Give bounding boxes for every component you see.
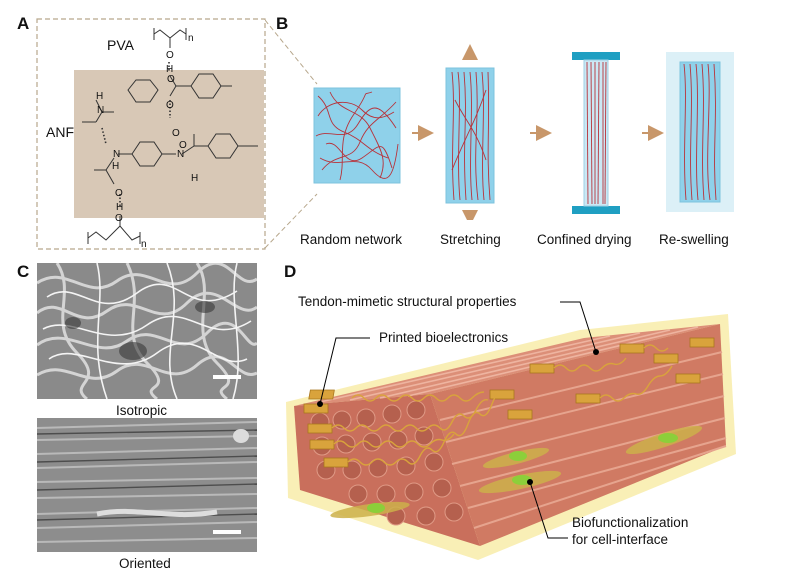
- atom-o-2: O: [167, 74, 175, 85]
- atom-n-2: N: [113, 149, 121, 160]
- atom-o-3: O: [166, 100, 174, 111]
- pva-label: PVA: [107, 37, 134, 53]
- chemical-structure: [82, 28, 258, 244]
- callout-structural-properties: Tendon-mimetic structural properties: [298, 294, 517, 309]
- atom-o-6: O: [115, 188, 123, 199]
- atom-o-4: O: [172, 128, 180, 139]
- atom-n-3: N: [177, 149, 185, 160]
- atom-h-4: H: [191, 173, 199, 184]
- panel-a-letter: A: [17, 14, 30, 33]
- panel-a-dashed-frame: [36, 18, 266, 250]
- oriented-caption: Oriented: [119, 556, 171, 571]
- panel-c-letter: C: [17, 262, 30, 281]
- bottom-clamp: [572, 206, 620, 214]
- atom-o-1: O: [166, 50, 174, 61]
- atom-o-5: O: [179, 140, 187, 151]
- step-random-network-label: Random network: [300, 232, 403, 247]
- re-swelling-gel: [666, 52, 734, 212]
- anf-label: ANF: [46, 124, 74, 140]
- panel-a-chemistry: [36, 18, 266, 250]
- scale-bar-top: [213, 375, 241, 379]
- callout-printed-bioelectronics: Printed bioelectronics: [379, 330, 509, 345]
- tendon-top-face: [294, 324, 720, 406]
- panel-b-process: [313, 44, 734, 220]
- panel-b-letter: B: [276, 14, 289, 33]
- confined-drying-gel: [572, 52, 620, 214]
- atom-o-7: O: [115, 213, 123, 224]
- zoom-guides: [265, 19, 318, 249]
- atom-h-1: H: [166, 64, 174, 75]
- repeat-index-bottom: n: [141, 239, 147, 250]
- atom-n-1: N: [97, 105, 105, 116]
- step-re-swelling-label: Re-swelling: [659, 232, 729, 247]
- cells: [330, 425, 703, 519]
- sem-isotropic-image: [37, 263, 257, 399]
- scale-bar-bottom: [213, 530, 241, 534]
- isotropic-caption: Isotropic: [116, 403, 168, 418]
- atom-h-3: H: [112, 161, 120, 172]
- atom-h-2: H: [96, 91, 104, 102]
- anf-backdrop: [74, 70, 264, 218]
- tendon-device-illustration: [286, 301, 736, 560]
- top-clamp: [572, 52, 620, 60]
- panel-d-letter: D: [284, 262, 297, 281]
- callout-cell-interface: for cell-interface: [572, 532, 669, 547]
- stretching-gel: [445, 44, 495, 220]
- printed-electrodes: [303, 337, 715, 468]
- callout-biofunctionalization: Biofunctionalization: [572, 515, 689, 530]
- step-confined-drying-label: Confined drying: [537, 232, 632, 247]
- callout-lines: [319, 301, 597, 539]
- repeat-index-top: n: [188, 33, 194, 44]
- step-stretching-label: Stretching: [440, 232, 501, 247]
- atom-h-5: H: [116, 202, 124, 213]
- random-network-gel: [313, 87, 401, 184]
- sem-oriented-image: [37, 418, 257, 552]
